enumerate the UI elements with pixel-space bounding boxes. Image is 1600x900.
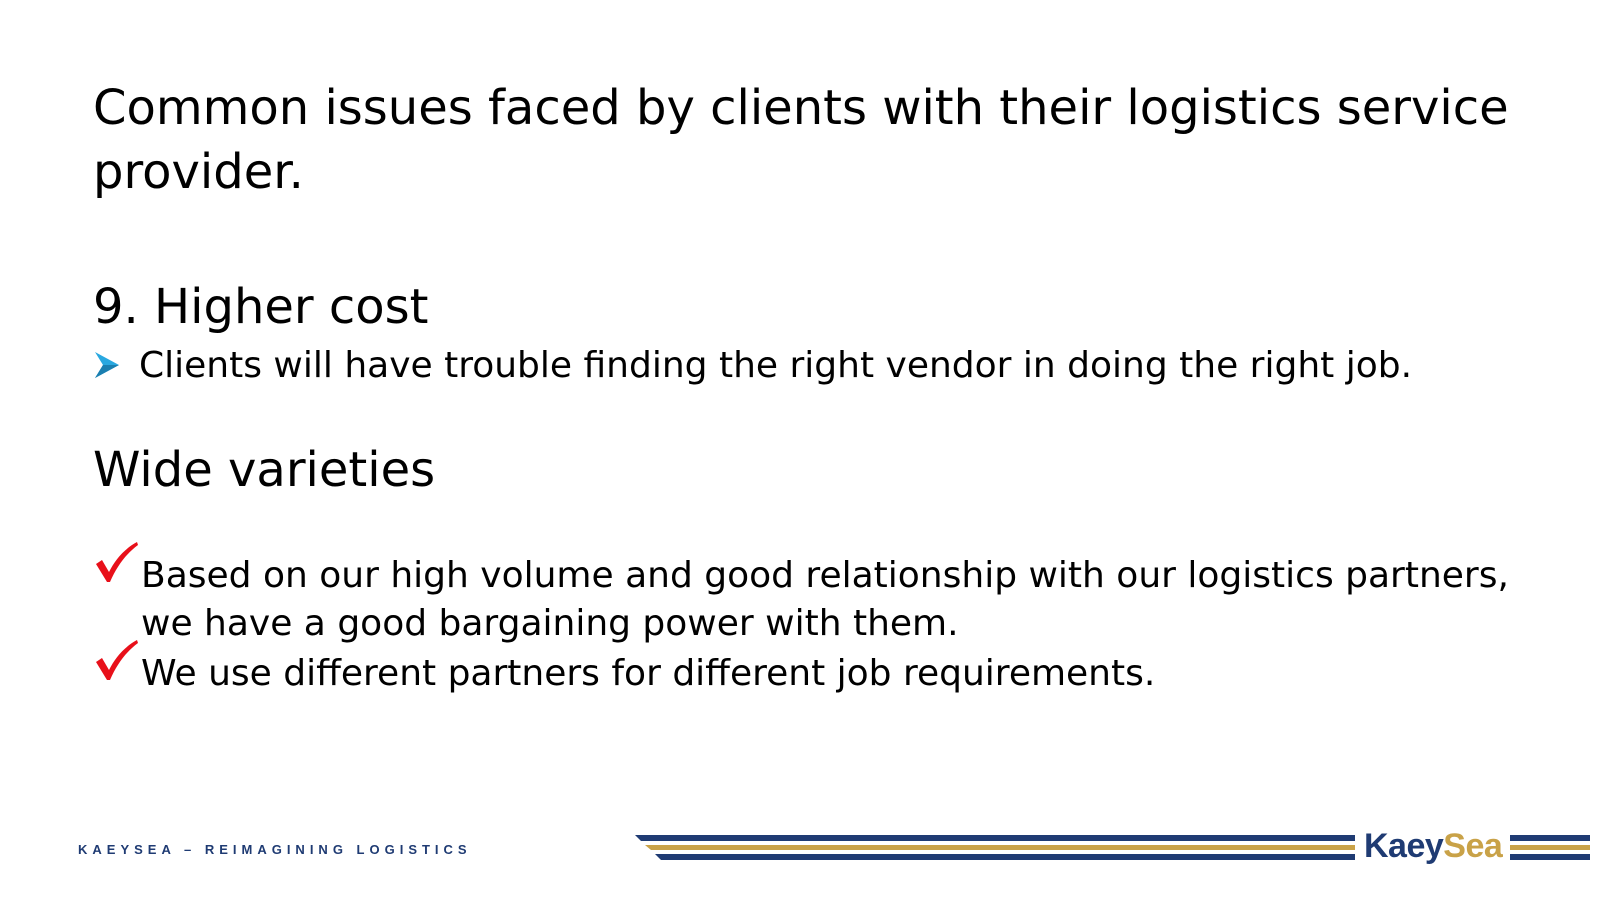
checkmark-icon xyxy=(96,640,138,680)
arrow-bullet-icon xyxy=(95,352,119,378)
logo-text-sea: Sea xyxy=(1443,827,1503,865)
bullet-text-higher-cost: Clients will have trouble finding the ri… xyxy=(139,345,1413,386)
bullet-item-higher-cost: Clients will have trouble finding the ri… xyxy=(93,344,1573,388)
section-heading-higher-cost: 9. Higher cost xyxy=(93,279,429,335)
footer-stripes-decoration xyxy=(635,835,1355,860)
footer-tagline: KAEYSEA – REIMAGINING LOGISTICS xyxy=(78,842,472,857)
footer-stripes-right-decoration xyxy=(1510,835,1590,860)
check-text-bargaining-power: Based on our high volume and good relati… xyxy=(141,555,1509,644)
kaeysea-logo: KaeySea xyxy=(1364,826,1503,866)
section-heading-wide-varieties: Wide varieties xyxy=(93,442,436,498)
logo-text-kaey: Kaey xyxy=(1364,827,1444,865)
checkmark-icon xyxy=(96,542,138,582)
slide-title: Common issues faced by clients with thei… xyxy=(93,80,1509,200)
check-text-different-partners: We use different partners for different … xyxy=(141,653,1156,694)
